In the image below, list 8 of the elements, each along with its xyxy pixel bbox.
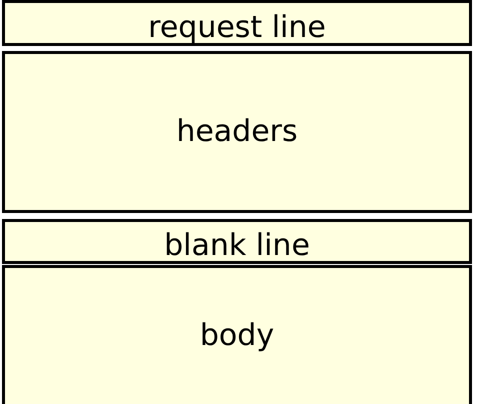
part-label: blank line	[164, 231, 310, 261]
message-part-box	[2, 51, 472, 213]
part-label: request line	[148, 13, 326, 43]
message-part-box	[2, 219, 472, 264]
message-part-box	[2, 265, 472, 404]
part-label: body	[200, 321, 274, 351]
part-label: headers	[176, 117, 298, 147]
message-part-box	[2, 0, 472, 46]
